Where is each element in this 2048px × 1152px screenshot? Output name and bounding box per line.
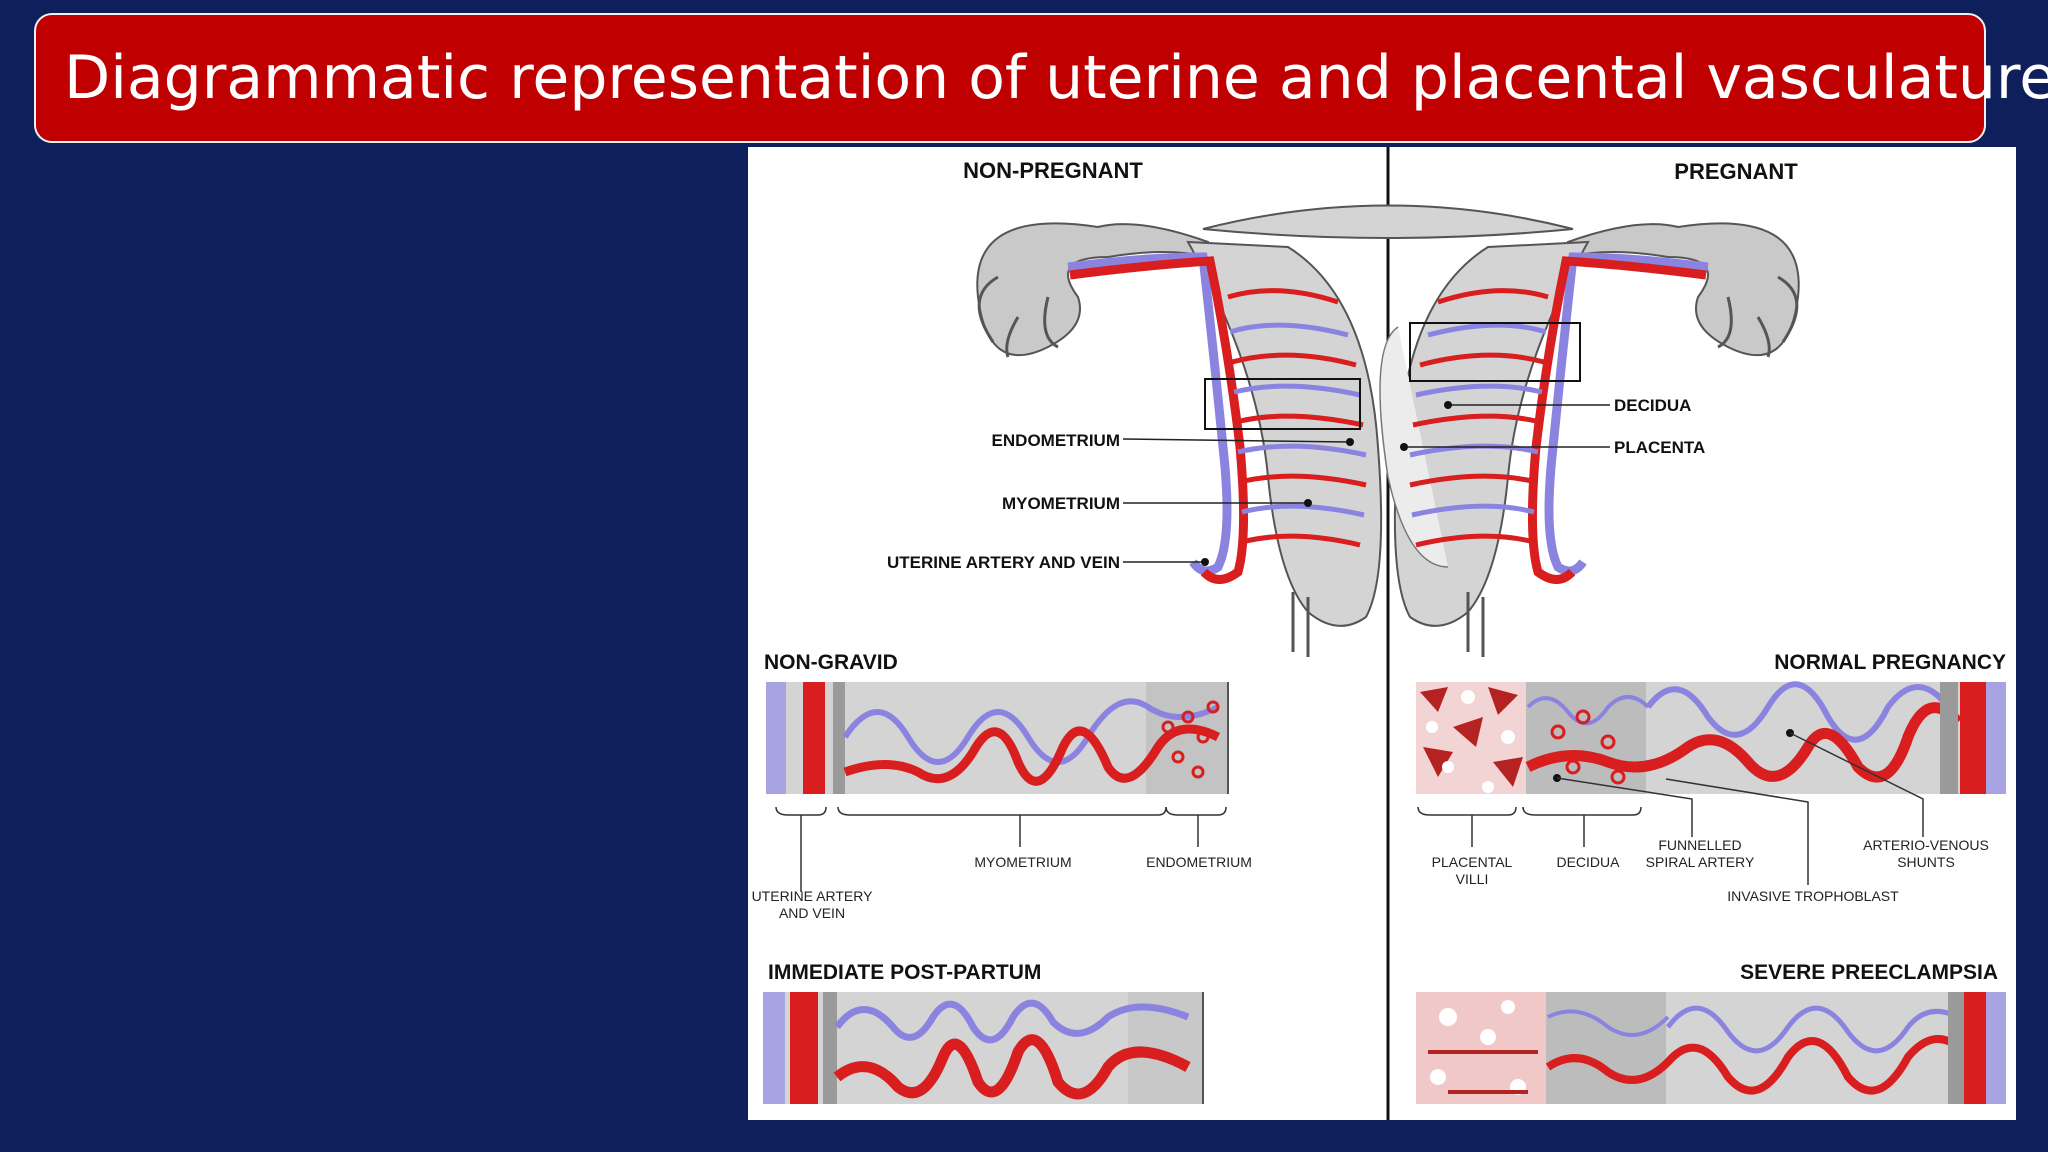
strip-label-and-vein: AND VEIN [779,905,845,921]
strip-normal-pregnancy-labels: PLACENTAL VILLI DECIDUA FUNNELLED SPIRAL… [1417,729,1989,904]
strip-normal-pregnancy [1416,681,2006,794]
strip-label-shunts: SHUNTS [1897,854,1955,870]
strip-label-funnelled: FUNNELLED [1658,837,1741,853]
uterus-labels-right: DECIDUA PLACENTA [1400,396,1705,457]
strip-label-villi: VILLI [1456,871,1489,887]
strip-post-partum [763,992,1204,1104]
uterus-labels-left: ENDOMETRIUM MYOMETRIUM UTERINE ARTERY AN… [887,431,1354,572]
title-bar: Diagrammatic representation of uterine a… [34,13,2048,143]
slide-title: Diagrammatic representation of uterine a… [64,43,2048,113]
label-uterine-artery-vein: UTERINE ARTERY AND VEIN [887,553,1120,572]
strip-label-invasive-trophoblast: INVASIVE TROPHOBLAST [1727,888,1899,904]
vasculature-diagram: NON-PREGNANT PREGNANT [752,147,2006,1120]
header-non-gravid: NON-GRAVID [764,651,898,674]
label-myometrium: MYOMETRIUM [1002,494,1120,513]
header-post-partum: IMMEDIATE POST-PARTUM [768,961,1041,984]
strip-label-endometrium: ENDOMETRIUM [1146,854,1252,870]
strip-label-myometrium: MYOMETRIUM [974,854,1071,870]
header-normal-pregnancy: NORMAL PREGNANCY [1774,651,2006,674]
strip-non-gravid-labels: MYOMETRIUM ENDOMETRIUM UTERINE ARTERY AN… [752,806,1252,921]
uterus-illustration [976,204,1800,657]
header-pregnant: PREGNANT [1674,159,1798,184]
zoom-box-left [1204,378,1361,430]
label-endometrium: ENDOMETRIUM [992,431,1120,450]
header-preeclampsia: SEVERE PREECLAMPSIA [1740,961,1998,984]
header-non-pregnant: NON-PREGNANT [963,158,1143,183]
label-decidua: DECIDUA [1614,396,1691,415]
strip-label-decidua: DECIDUA [1556,854,1620,870]
label-placenta: PLACENTA [1614,438,1705,457]
strip-label-spiral-artery: SPIRAL ARTERY [1646,854,1755,870]
strip-label-arterio-venous: ARTERIO-VENOUS [1863,837,1989,853]
strip-preeclampsia [1416,992,2006,1104]
strip-non-gravid [766,682,1229,794]
zoom-box-right [1409,322,1581,382]
strip-label-uterine-artery: UTERINE ARTERY [752,888,874,904]
strip-label-placental: PLACENTAL [1432,854,1513,870]
vasculature-figure: NON-PREGNANT PREGNANT [748,147,2016,1120]
